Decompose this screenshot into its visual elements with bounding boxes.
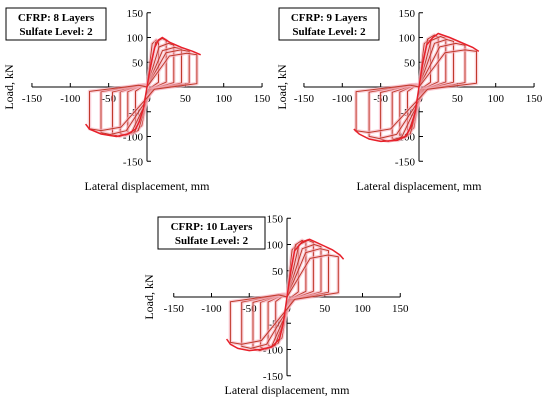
y-axis-title: Load, kN bbox=[142, 274, 156, 320]
y-tick-label: 50 bbox=[404, 57, 416, 69]
y-tick-label: 100 bbox=[399, 33, 416, 45]
hysteresis-loop-halo bbox=[367, 41, 467, 141]
x-tick-label: -150 bbox=[164, 303, 185, 315]
y-tick-label: -150 bbox=[395, 156, 416, 168]
x-tick-label: -150 bbox=[294, 93, 315, 105]
x-axis-title: Lateral displacement, mm bbox=[85, 179, 211, 193]
y-tick-label: -150 bbox=[123, 156, 144, 168]
x-tick-label: 100 bbox=[487, 93, 504, 105]
y-tick-label: 100 bbox=[127, 33, 144, 45]
x-tick-label: -50 bbox=[242, 303, 257, 315]
hysteresis-loop-4 bbox=[380, 39, 454, 142]
envelope-negative bbox=[85, 86, 148, 138]
x-tick-label: 150 bbox=[526, 93, 543, 105]
x-tick-label: -100 bbox=[332, 93, 353, 105]
hysteresis-loop-4 bbox=[252, 244, 322, 352]
annotation-line-2: Sulfate Level: 2 bbox=[292, 26, 366, 38]
hysteresis-loop-6 bbox=[355, 49, 477, 133]
envelope-positive bbox=[286, 238, 345, 298]
x-tick-label: -150 bbox=[22, 93, 43, 105]
annotation-line-2: Sulfate Level: 2 bbox=[19, 26, 93, 38]
y-axis-title: Load, kN bbox=[275, 64, 289, 110]
annotation-line-1: CFRP: 10 Layers bbox=[171, 221, 254, 233]
specimen-annotation-box bbox=[5, 7, 107, 41]
hysteresis-loop-4 bbox=[112, 46, 182, 137]
y-tick-label: 50 bbox=[132, 57, 144, 69]
y-tick-label: 150 bbox=[267, 213, 284, 225]
y-tick-label: 150 bbox=[127, 8, 144, 20]
specimen-annotation-box bbox=[278, 7, 380, 41]
hysteresis-loop-6 bbox=[229, 254, 339, 345]
x-tick-label: 150 bbox=[392, 303, 409, 315]
x-axis-title: Lateral displacement, mm bbox=[357, 179, 483, 193]
envelope-positive bbox=[146, 36, 202, 88]
x-axis-title: Lateral displacement, mm bbox=[225, 383, 351, 397]
y-tick-label: 50 bbox=[272, 266, 284, 278]
x-tick-label: 50 bbox=[319, 303, 331, 315]
envelope-negative bbox=[353, 86, 420, 143]
x-tick-label: -100 bbox=[201, 303, 222, 315]
x-tick-label: 100 bbox=[354, 303, 371, 315]
annotation-line-1: CFRP: 8 Layers bbox=[18, 12, 95, 24]
y-tick-label: -150 bbox=[263, 371, 284, 383]
hysteresis-loop-6 bbox=[89, 52, 198, 132]
x-tick-label: 100 bbox=[215, 93, 232, 105]
envelope-positive bbox=[418, 32, 480, 88]
annotation-line-1: CFRP: 9 Layers bbox=[291, 12, 368, 24]
x-tick-label: 150 bbox=[254, 93, 271, 105]
x-tick-label: -100 bbox=[60, 93, 81, 105]
y-tick-label: 100 bbox=[267, 240, 284, 252]
y-tick-label: 150 bbox=[399, 8, 416, 20]
envelope-negative bbox=[225, 296, 288, 352]
specimen-annotation-box bbox=[157, 216, 266, 250]
annotation-line-2: Sulfate Level: 2 bbox=[175, 235, 249, 247]
x-tick-label: 50 bbox=[180, 93, 192, 105]
x-tick-label: 50 bbox=[452, 93, 464, 105]
y-axis-title: Load, kN bbox=[2, 64, 16, 110]
